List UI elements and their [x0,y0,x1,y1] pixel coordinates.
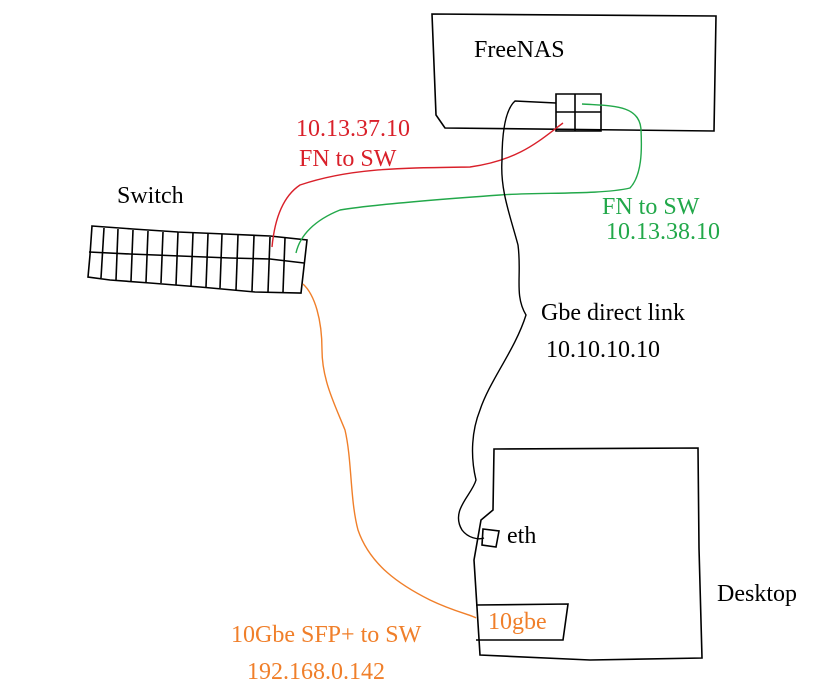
green-link-ip: 10.13.38.10 [606,219,720,245]
desktop-label: Desktop [717,581,797,607]
red-link-ip: 10.13.37.10 [296,116,410,142]
link-orange [302,283,477,619]
orange-link-ip: 192.168.0.142 [247,659,385,685]
link-green [295,103,643,254]
desktop-box [473,447,703,661]
switch-box [87,225,308,294]
link-red [271,122,564,248]
orange-link-desc: 10Gbe SFP+ to SW [231,622,422,648]
ten-gbe-label: 10gbe [488,609,547,635]
freenas-ports [555,93,602,132]
freenas-box [431,13,717,132]
black-link-ip: 10.10.10.10 [546,337,660,363]
red-link-desc: FN to SW [299,146,397,172]
freenas-label: FreeNAS [474,37,565,63]
green-link-desc: FN to SW [602,194,700,220]
switch-label: Switch [117,183,184,209]
eth-port [481,528,500,548]
eth-label: eth [507,523,536,549]
ten-gbe-port [475,603,569,641]
link-black [457,100,557,540]
black-link-desc: Gbe direct link [541,300,685,326]
